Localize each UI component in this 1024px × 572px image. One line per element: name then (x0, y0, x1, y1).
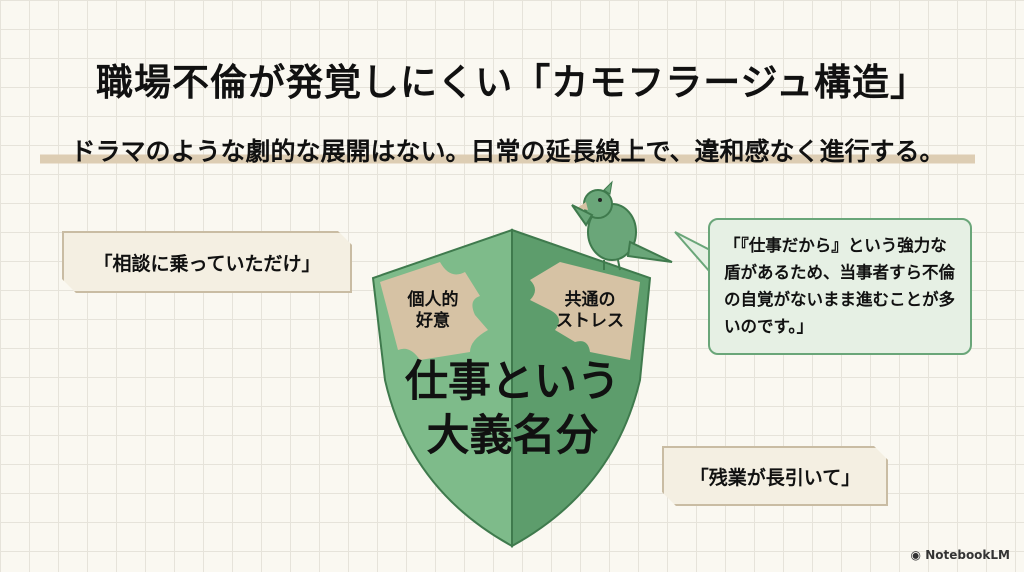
bubble-tail (674, 231, 711, 275)
puzzle-label-right: 共通の ストレス (556, 290, 624, 331)
puzzle-label-left: 個人的 好意 (407, 290, 459, 331)
slide-title: 職場不倫が発覚しにくい「カモフラージュ構造」 (96, 61, 928, 104)
notebooklm-logo: ◉ NotebookLM (911, 548, 1010, 562)
puzzle-piece-right (530, 262, 640, 360)
speech-bubble: 「『仕事だから』という強力な盾があるため、当事者すら不倫の自覚がないまま進むこと… (708, 218, 972, 355)
shield-main-line1: 仕事という (405, 357, 620, 407)
quote-bottom: 「残業が長引いて」 (662, 446, 888, 506)
quote-left: 「相談に乗っていただけ」 (62, 231, 352, 293)
bird-icon (571, 180, 673, 271)
logo-text: NotebookLM (925, 548, 1010, 562)
logo-icon: ◉ (910, 548, 926, 562)
slide-subtitle: ドラマのような劇的な展開はない。日常の延長線上で、違和感なく進行する。 (40, 132, 975, 168)
shield-main-line2: 大義名分 (426, 411, 599, 461)
puzzle-piece-left (380, 262, 488, 360)
